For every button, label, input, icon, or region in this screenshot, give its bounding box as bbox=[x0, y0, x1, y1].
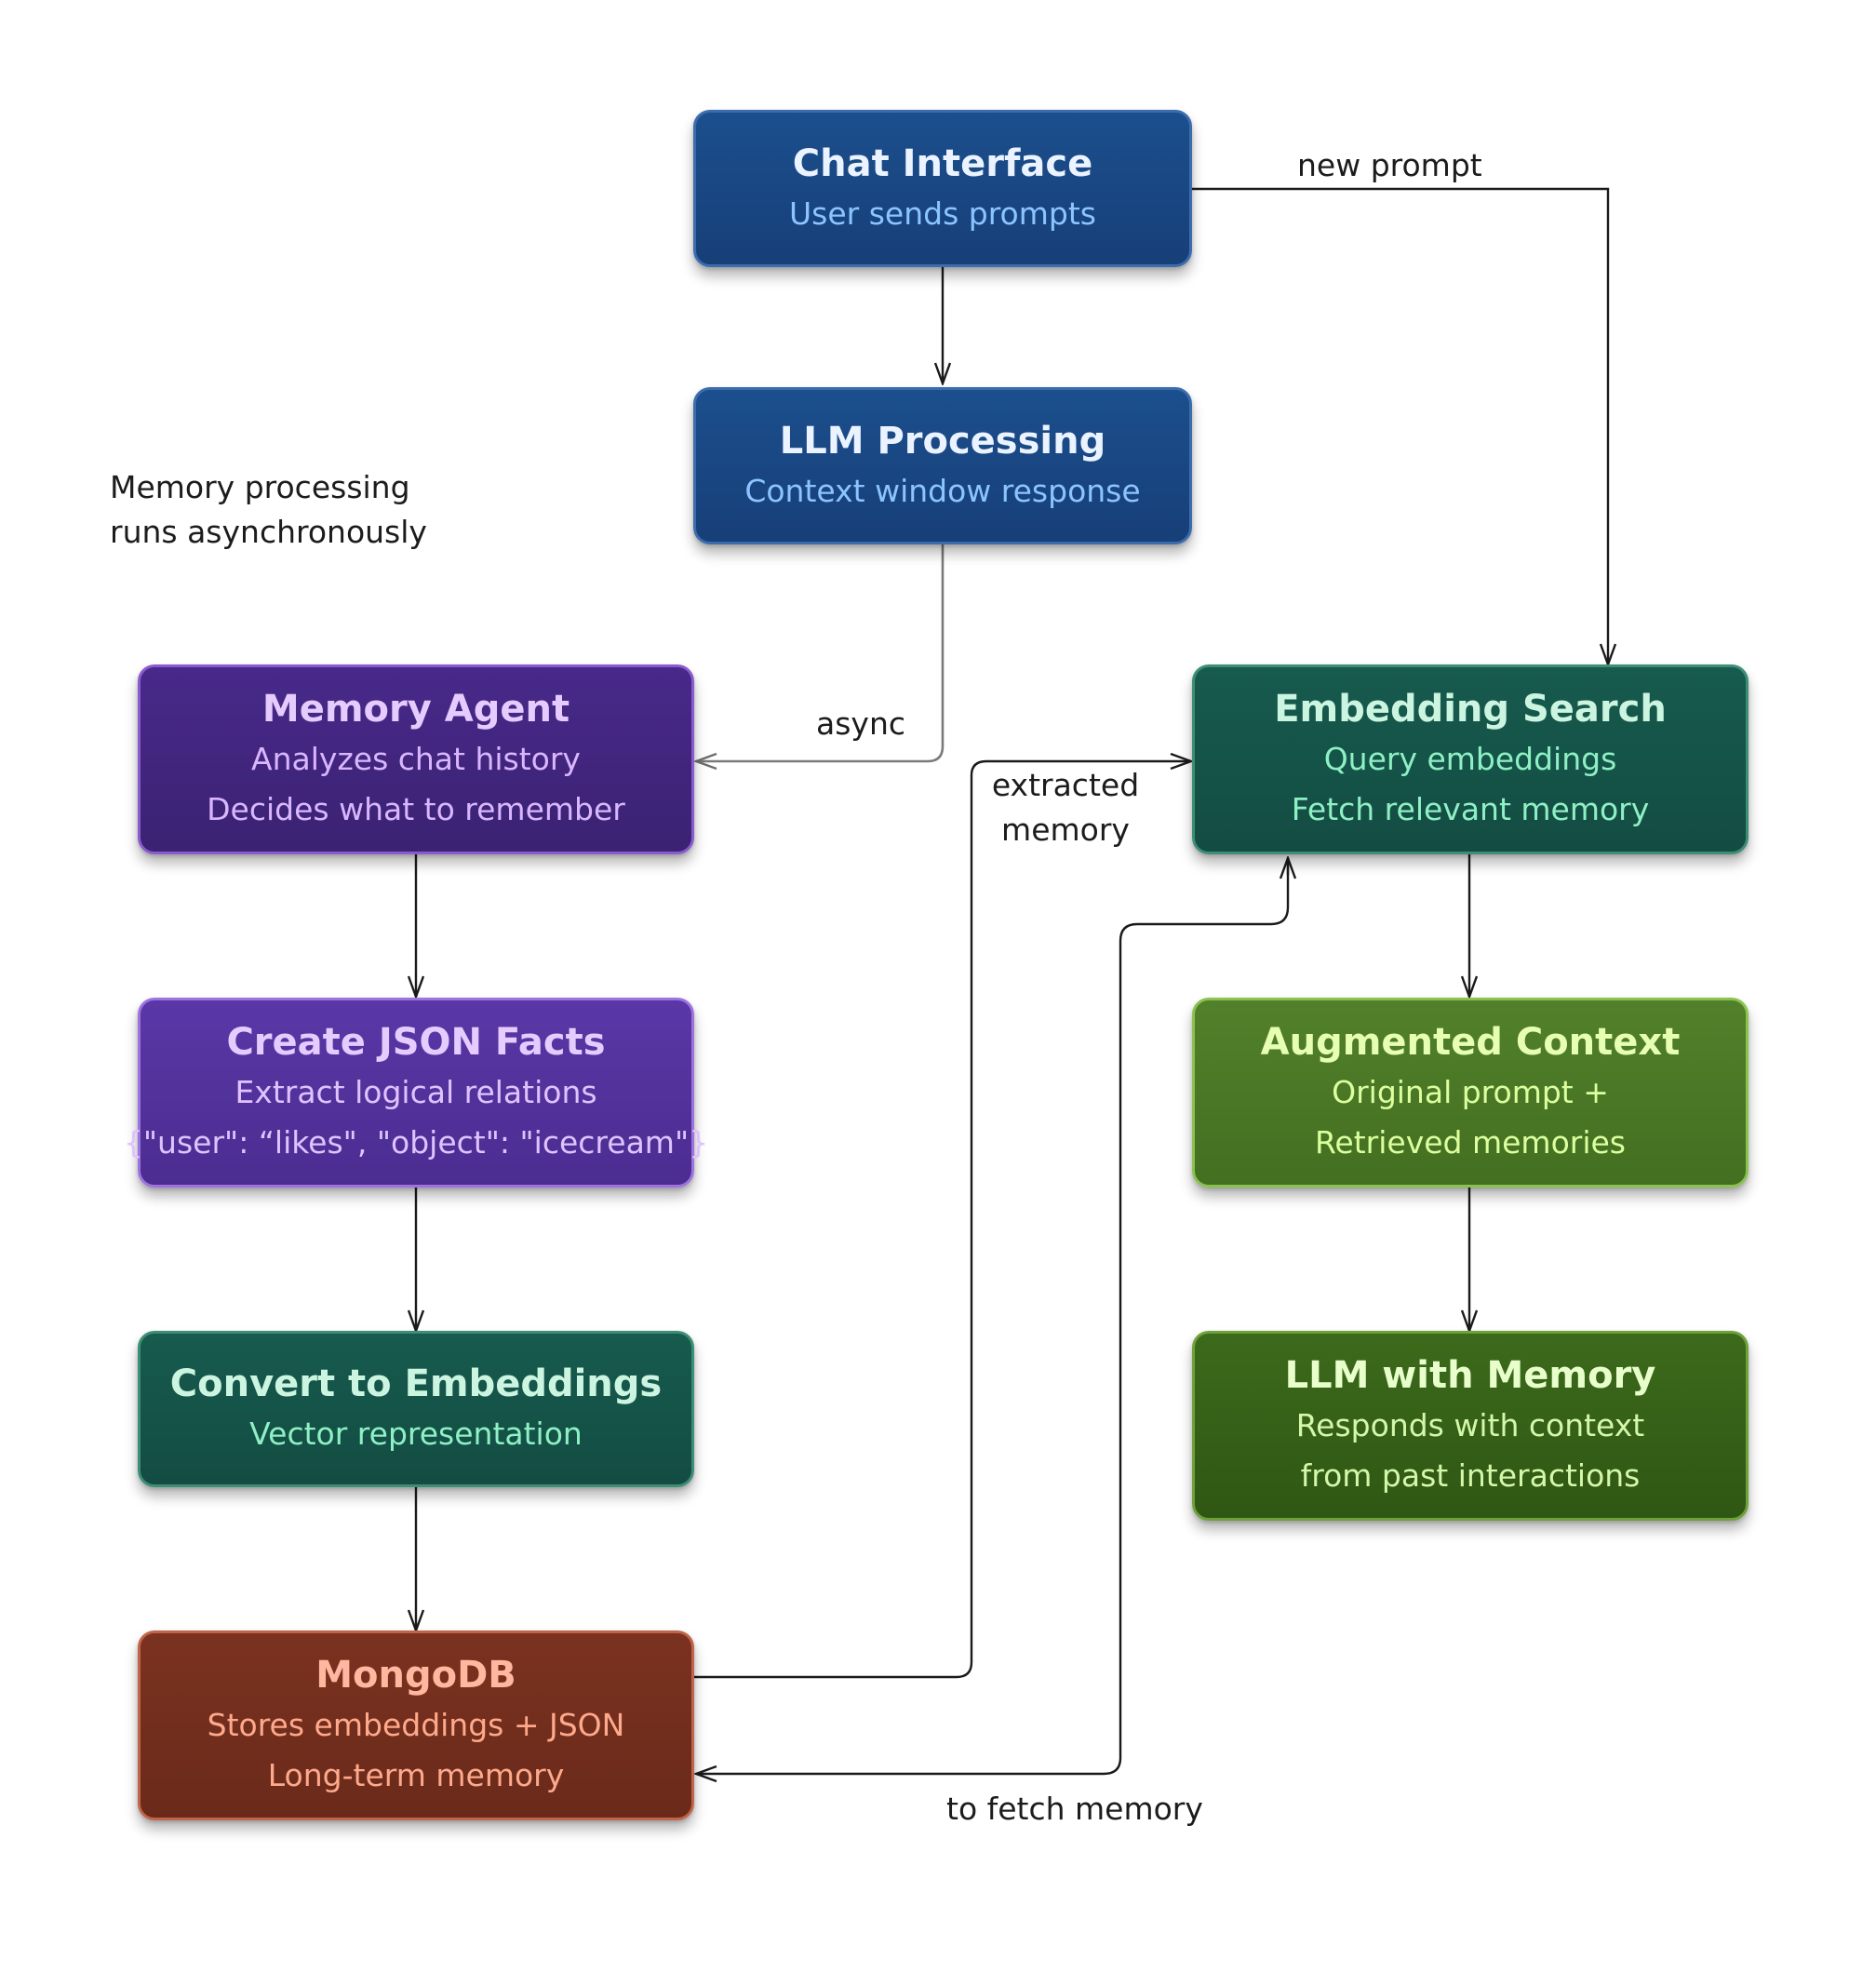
node-line: Query embeddings bbox=[1323, 741, 1617, 777]
edge-label-line: extracted bbox=[991, 767, 1140, 803]
edge-chat-to-embedding-search bbox=[1192, 187, 1608, 664]
augmented-context-node: Augmented Context Original prompt + Retr… bbox=[1192, 998, 1749, 1188]
create-json-facts-node: Create JSON Facts Extract logical relati… bbox=[124, 998, 708, 1188]
node-line: Retrieved memories bbox=[1314, 1124, 1626, 1161]
edge-label-extracted-memory: extracted memory bbox=[977, 763, 1154, 852]
node-title: Create JSON Facts bbox=[226, 1021, 606, 1064]
note-line: Memory processing bbox=[110, 469, 410, 505]
node-line: Analyzes chat history bbox=[251, 741, 581, 777]
embedding-search-node: Embedding Search Query embeddings Fetch … bbox=[1192, 664, 1749, 854]
node-title: Convert to Embeddings bbox=[169, 1362, 663, 1405]
chat-interface-node: Chat Interface User sends prompts bbox=[693, 110, 1192, 267]
node-title: Embedding Search bbox=[1274, 688, 1667, 731]
node-title: Chat Interface bbox=[792, 141, 1093, 185]
llm-with-memory-node: LLM with Memory Responds with context fr… bbox=[1192, 1331, 1749, 1521]
node-title: Memory Agent bbox=[261, 688, 570, 731]
edge-embedding-search-to-mongodb bbox=[696, 858, 1290, 1774]
node-line: Fetch relevant memory bbox=[1291, 791, 1650, 827]
node-line: Stores embeddings + JSON bbox=[207, 1707, 625, 1743]
edge-label-line: memory bbox=[1001, 812, 1130, 848]
note-line: runs asynchronously bbox=[110, 514, 427, 550]
memory-agent-node: Memory Agent Analyzes chat history Decid… bbox=[138, 664, 694, 854]
node-title: MongoDB bbox=[315, 1654, 516, 1697]
edge-label-async: async bbox=[816, 705, 906, 742]
node-title: Augmented Context bbox=[1260, 1021, 1681, 1064]
node-title: LLM Processing bbox=[779, 419, 1106, 463]
node-title: LLM with Memory bbox=[1284, 1354, 1656, 1397]
mongodb-node: MongoDB Stores embeddings + JSON Long-te… bbox=[138, 1630, 694, 1820]
edge-mongodb-to-embedding-search bbox=[694, 761, 1191, 1679]
node-line: Extract logical relations bbox=[234, 1074, 597, 1110]
llm-processing-node: LLM Processing Context window response bbox=[693, 387, 1192, 544]
node-line: User sends prompts bbox=[789, 195, 1096, 232]
node-line: Context window response bbox=[744, 472, 1141, 509]
edge-label-new-prompt: new prompt bbox=[1297, 147, 1482, 183]
convert-embeddings-node: Convert to Embeddings Vector representat… bbox=[138, 1331, 694, 1487]
async-note: Memory processing runs asynchronously bbox=[110, 465, 427, 555]
node-line: Original prompt + bbox=[1332, 1074, 1609, 1110]
node-line: Vector representation bbox=[249, 1416, 583, 1452]
node-line: Long-term memory bbox=[267, 1757, 565, 1793]
node-line: {"user": “likes", "object": "icecream"} bbox=[123, 1124, 709, 1161]
node-line: Decides what to remember bbox=[207, 791, 625, 827]
node-line: Responds with context bbox=[1295, 1407, 1645, 1443]
edge-label-to-fetch-memory: to fetch memory bbox=[946, 1791, 1203, 1827]
node-line: from past interactions bbox=[1300, 1457, 1641, 1494]
